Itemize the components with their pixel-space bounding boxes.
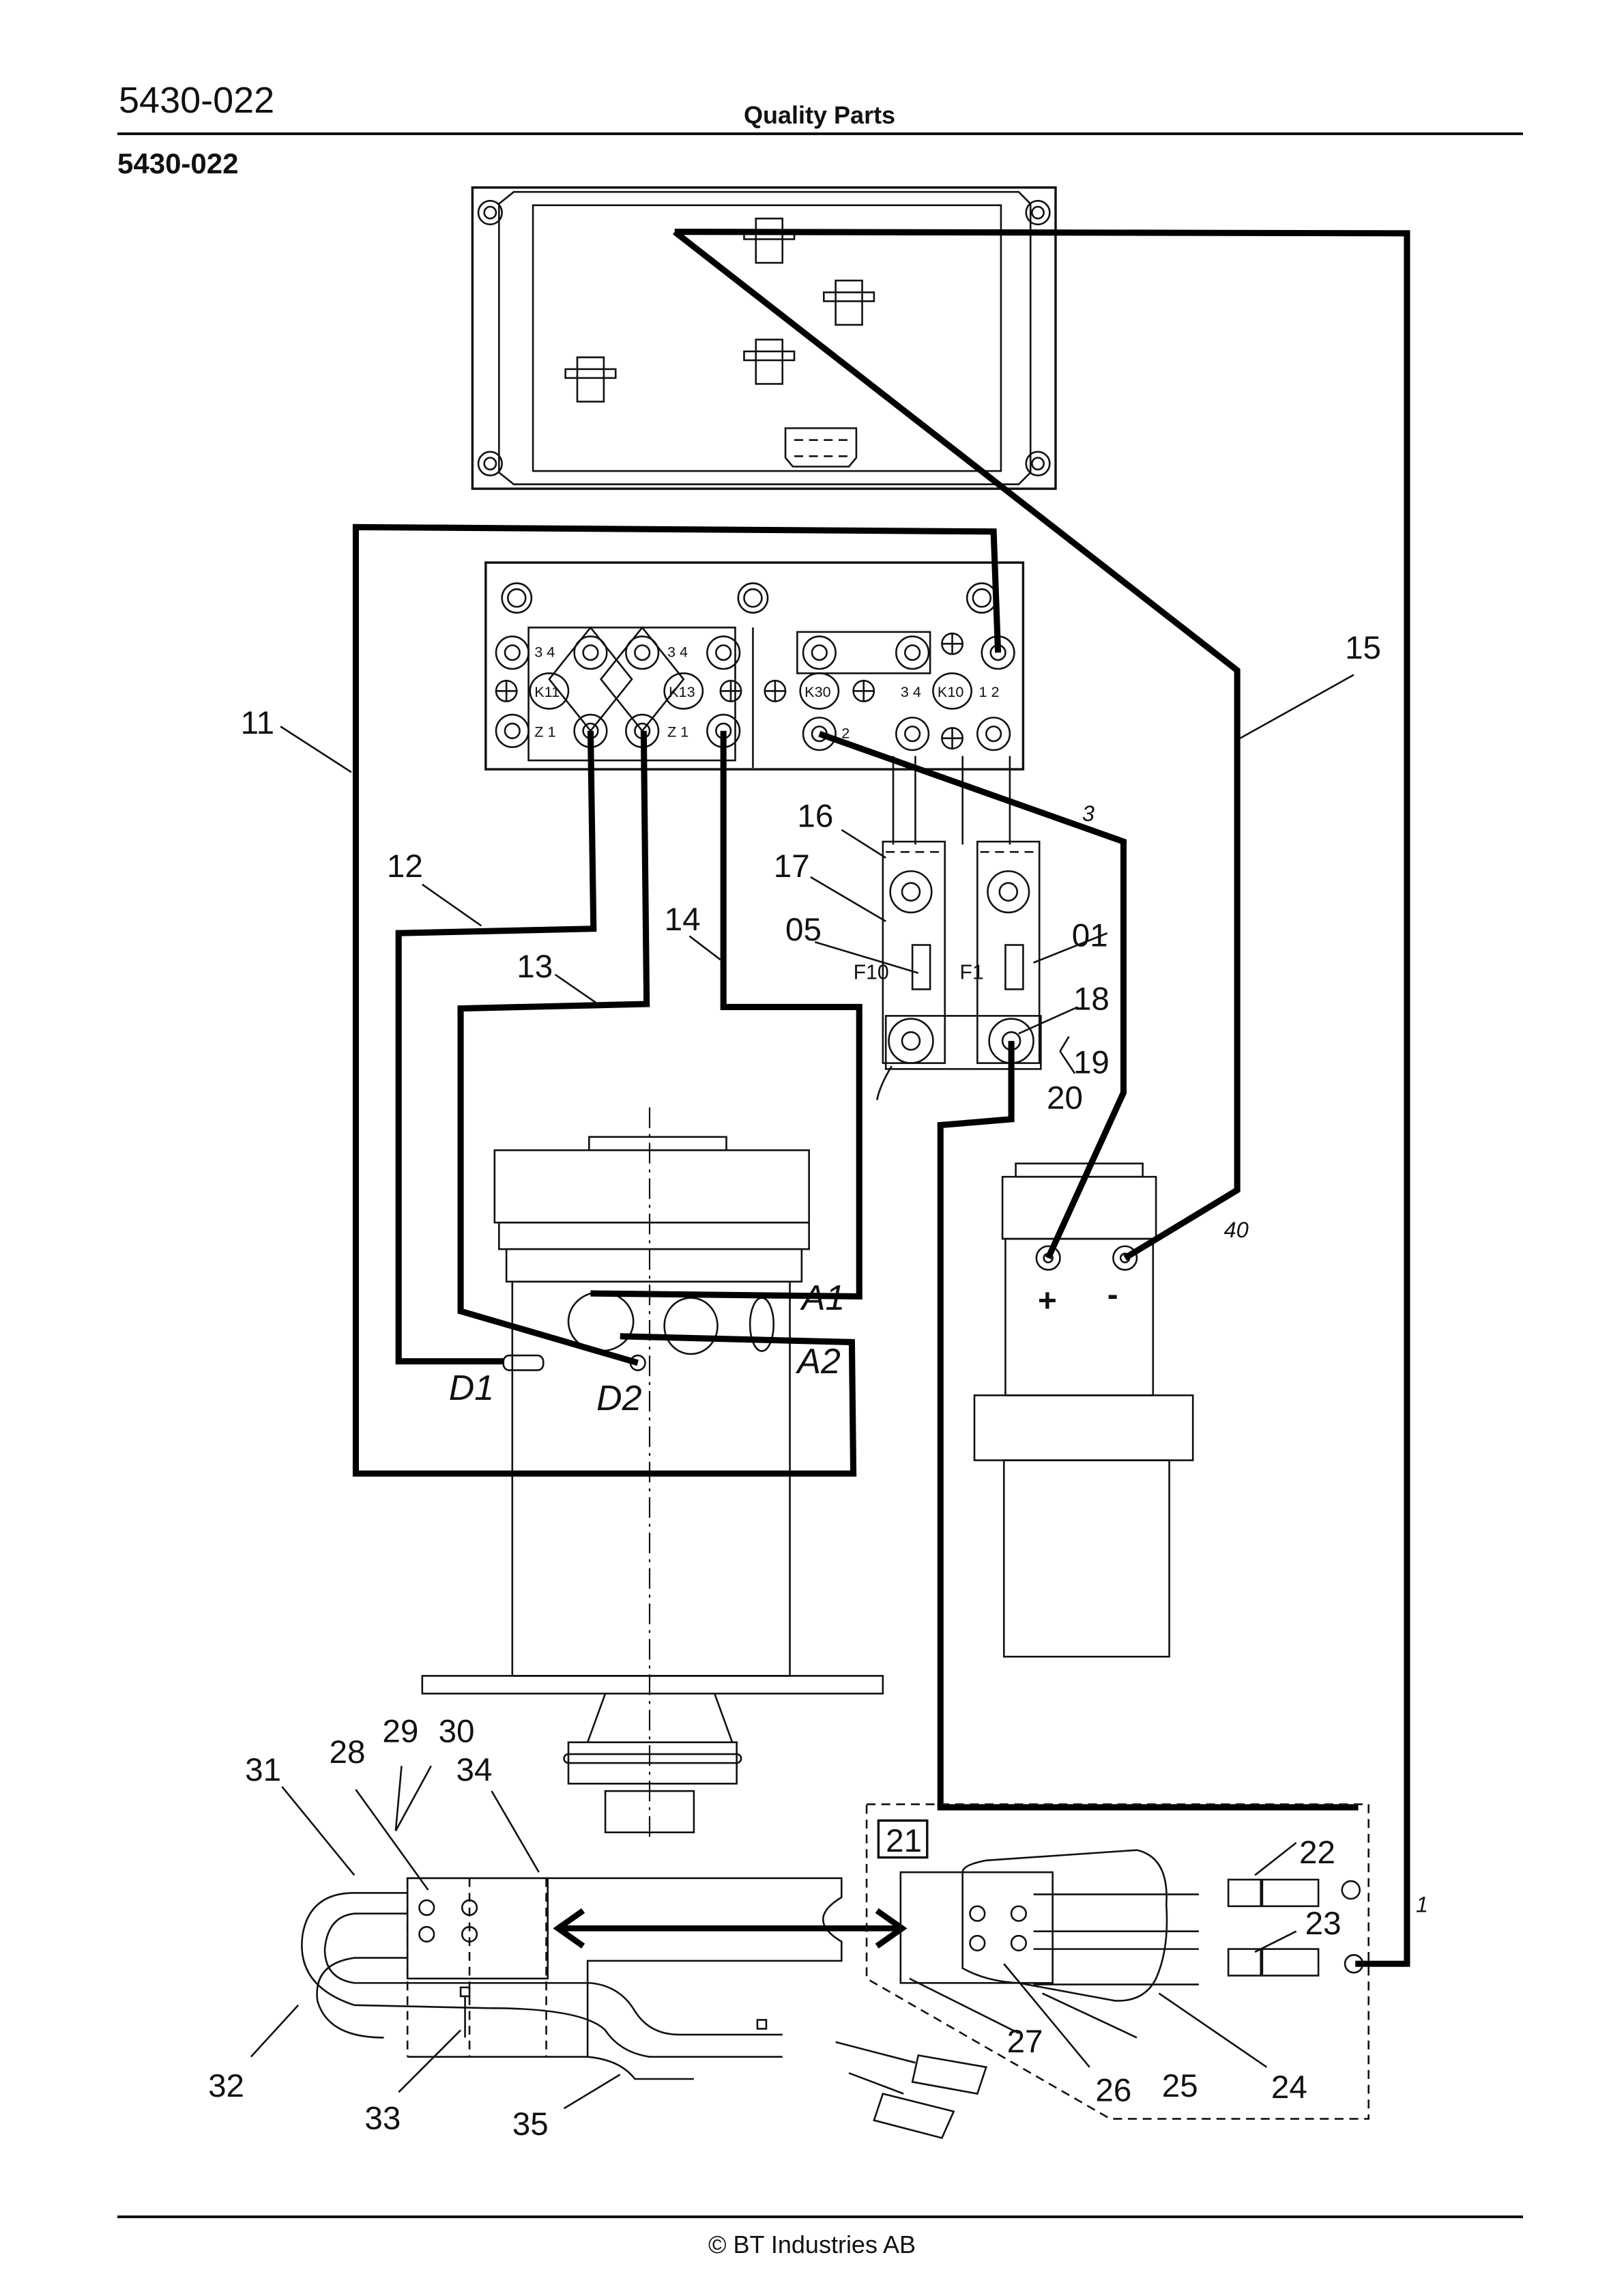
fuse-f10-label: F10 (854, 961, 889, 984)
cable-fuse-battery (937, 1041, 1359, 1811)
battery-connector-mobile (865, 1803, 1369, 2120)
callout-11: 11 (241, 705, 274, 741)
callout-05: 05 (785, 912, 822, 948)
callout-22: 22 (1299, 1835, 1335, 1871)
contactor-panel: K11 K13 K30 K10 3 4 Z 1 3 4 Z 1 2 3 4 1 … (484, 561, 1025, 845)
page-code: 5430-022 (119, 80, 275, 121)
callout-20: 20 (1047, 1080, 1083, 1117)
fuse-f1-label: F1 (959, 961, 983, 984)
callout-19: 19 (1073, 1045, 1110, 1081)
wire-number-40: 40 (1224, 1218, 1249, 1242)
wire-number-3: 3 (1082, 801, 1094, 826)
motor-terminal-a2: A2 (795, 1342, 841, 1381)
leader-lines (250, 674, 1354, 2110)
callout-33: 33 (364, 2101, 401, 2137)
motor-terminal-d1: D1 (449, 1368, 494, 1408)
cable-11 (352, 523, 1002, 1477)
nut-icon (501, 582, 998, 614)
pump-terminal-minus: - (1107, 1276, 1118, 1312)
terminal-mark: 3 4 (534, 644, 555, 661)
terminal-mark: Z 1 (667, 723, 688, 741)
callout-16: 16 (797, 798, 833, 834)
connector-plug (784, 427, 858, 468)
fuse-f10 (911, 944, 931, 990)
cable-12 (395, 730, 597, 1365)
callout-24: 24 (1271, 2069, 1307, 2106)
callout-30: 30 (439, 1714, 475, 1750)
footer-copyright: © BT Industries AB (708, 2230, 916, 2258)
contactor-k11-label: K11 (534, 683, 560, 700)
terminal-icon (495, 635, 1015, 751)
header-divider (117, 132, 1523, 135)
fuse-holder: F10 F1 (854, 840, 1042, 1100)
bolt-icon (564, 217, 875, 403)
fuse-f1 (1004, 944, 1024, 990)
motor-terminal-d2: D2 (596, 1379, 641, 1418)
connect-direction-arrow-icon (553, 1908, 908, 1949)
callout-21: 21 (886, 1823, 922, 1859)
callout-35: 35 (512, 2106, 549, 2142)
callout-14: 14 (665, 902, 701, 938)
callout-27: 27 (1007, 2024, 1043, 2060)
callout-18: 18 (1073, 981, 1110, 1018)
terminal-mark: Z 1 (534, 723, 555, 741)
callout-32: 32 (208, 2068, 244, 2104)
callout-13: 13 (517, 949, 553, 985)
terminal-mark: 3 4 (901, 683, 921, 700)
callout-34: 34 (456, 1752, 493, 1788)
ground-screw-icon (495, 632, 963, 750)
cable-13 (457, 730, 650, 1366)
wire-number-1: 1 (1416, 1893, 1428, 1917)
mount-screw-icon (477, 199, 1051, 476)
callout-25: 25 (1162, 2068, 1198, 2104)
callout-15: 15 (1345, 630, 1381, 666)
callout-29: 29 (382, 1714, 418, 1750)
callout-12: 12 (387, 848, 423, 885)
motor-controller (471, 186, 1057, 490)
contactor-k30-label: K30 (804, 683, 830, 700)
cable-15 (672, 229, 1241, 1261)
terminal-mark: 1 2 (978, 683, 999, 700)
callout-26: 26 (1095, 2072, 1131, 2108)
callout-28: 28 (329, 1734, 365, 1770)
callout-23: 23 (1305, 1906, 1342, 1942)
cable-controller-main (674, 229, 1410, 1967)
contactor-k10-label: K10 (938, 683, 963, 700)
section-id: 5430-022 (117, 147, 239, 180)
header-title: Quality Parts (744, 101, 896, 129)
battery-connector-fixed (301, 1877, 988, 2140)
footer-divider (117, 2215, 1523, 2218)
cable-3 (818, 730, 1127, 1260)
terminal-mark: 3 4 (667, 644, 688, 661)
callout-01: 01 (1072, 918, 1108, 954)
pump-terminal-plus: + (1038, 1282, 1057, 1319)
hex-nut-icon (969, 1905, 1028, 1952)
terminal-mark: 2 (841, 725, 850, 742)
contactor-k13-label: K13 (669, 683, 695, 700)
cable-14 (590, 730, 862, 1300)
hex-nut-icon (418, 1899, 478, 1943)
callout-17: 17 (774, 848, 810, 885)
cables (352, 229, 1410, 1967)
pump-motor (973, 1162, 1194, 1658)
callout-31: 31 (245, 1752, 281, 1788)
